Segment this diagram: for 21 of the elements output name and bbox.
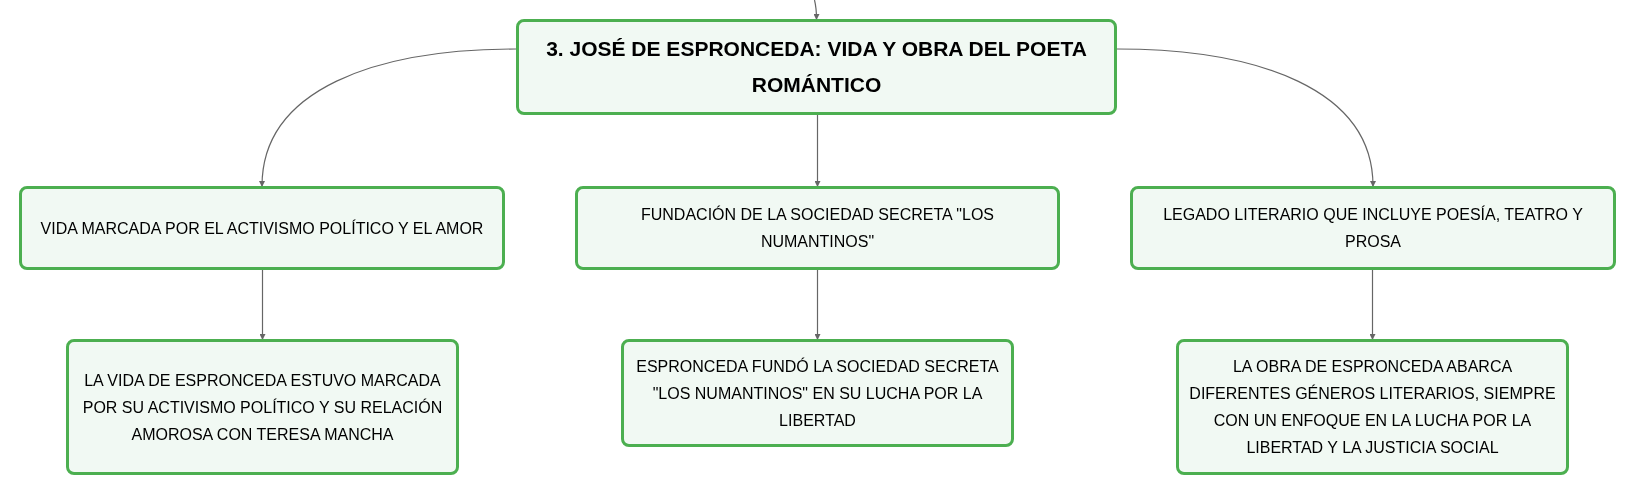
connector-line bbox=[814, 269, 821, 340]
topic-text: LEGADO LITERARIO QUE INCLUYE POESÍA, TEATRO Y PROSA bbox=[1162, 204, 1584, 252]
subtopic-box bbox=[1176, 339, 1569, 475]
topic-text: LA OBRA DE ESPRONCEDA ABARCA DIFERENTES GÉNEROS LITERARIOS, SIEMPRE CON UN ENFOQUE EN LA LUCHA POR LA LIBERTAD Y LA JUSTICIA SOCIAL bbox=[1188, 357, 1557, 458]
connector-line bbox=[259, 48, 517, 187]
subtopic-box bbox=[66, 339, 459, 475]
connector-line bbox=[1369, 269, 1376, 340]
subtopic-box bbox=[19, 186, 505, 270]
connector-line bbox=[1116, 48, 1376, 187]
connector-line bbox=[813, 0, 820, 20]
topic-text: LA VIDA DE ESPRONCEDA ESTUVO MARCADA POR SU ACTIVISMO POLÍTICO Y SU RELACIÓN AMOROSA CON TERESA MANCHA bbox=[81, 370, 444, 445]
subtopic-box bbox=[621, 339, 1014, 447]
topic-text: FUNDACIÓN DE LA SOCIEDAD SECRETA "LOS NUMANTINOS" bbox=[640, 204, 995, 252]
topic-text: VIDA MARCADA POR EL ACTIVISMO POLÍTICO Y EL AMOR bbox=[40, 218, 484, 239]
connector-line bbox=[259, 269, 266, 340]
subtopic-box bbox=[1130, 186, 1616, 270]
topic-box bbox=[516, 19, 1117, 115]
topic-title: 3. JOSÉ DE ESPRONCEDA: VIDA Y OBRA DEL POETA ROMÁNTICO bbox=[545, 36, 1088, 98]
connector-line bbox=[814, 114, 821, 187]
topic-text: ESPRONCEDA FUNDÓ LA SOCIEDAD SECRETA "LOS NUMANTINOS" EN SU LUCHA POR LA LIBERTAD bbox=[635, 356, 1000, 431]
subtopic-box bbox=[575, 186, 1060, 270]
